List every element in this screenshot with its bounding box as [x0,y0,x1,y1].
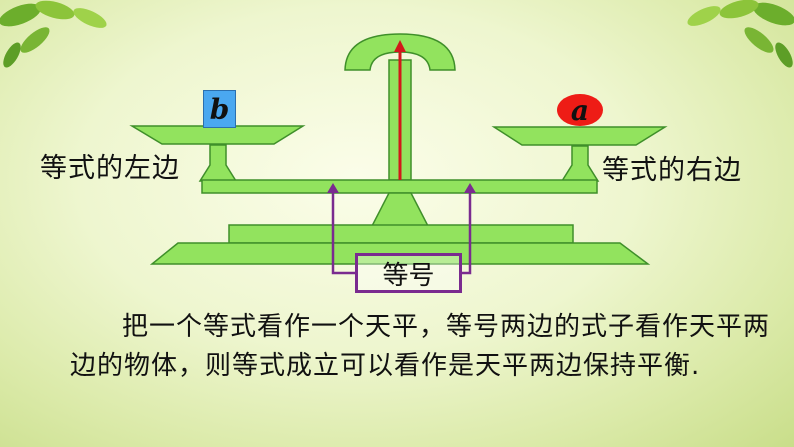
scale-fulcrum [370,192,430,227]
equals-sign-label: 等号 [382,260,435,291]
leaf-decoration-right [687,0,794,68]
explanation-paragraph: 把一个等式看作一个天平，等号两边的式子看作天平两边的物体，则等式成立可以看作是天… [70,312,771,381]
equals-arrows [331,190,472,275]
left-side-label: 等式的左边 [40,153,180,184]
scale-beam [201,179,598,194]
leaf-decoration-left [0,0,107,68]
right-pan [491,126,668,146]
pointer-arrow [394,40,406,180]
left-object-b: b [203,90,236,128]
scale-base-upper [228,224,574,244]
right-pan-stand [560,145,600,182]
right-object-a: a [557,94,603,127]
left-pan-stand [198,144,238,182]
right-side-label: 等式的右边 [602,155,742,186]
left-pan [129,125,306,145]
equals-sign-box: 等号 [355,253,462,293]
